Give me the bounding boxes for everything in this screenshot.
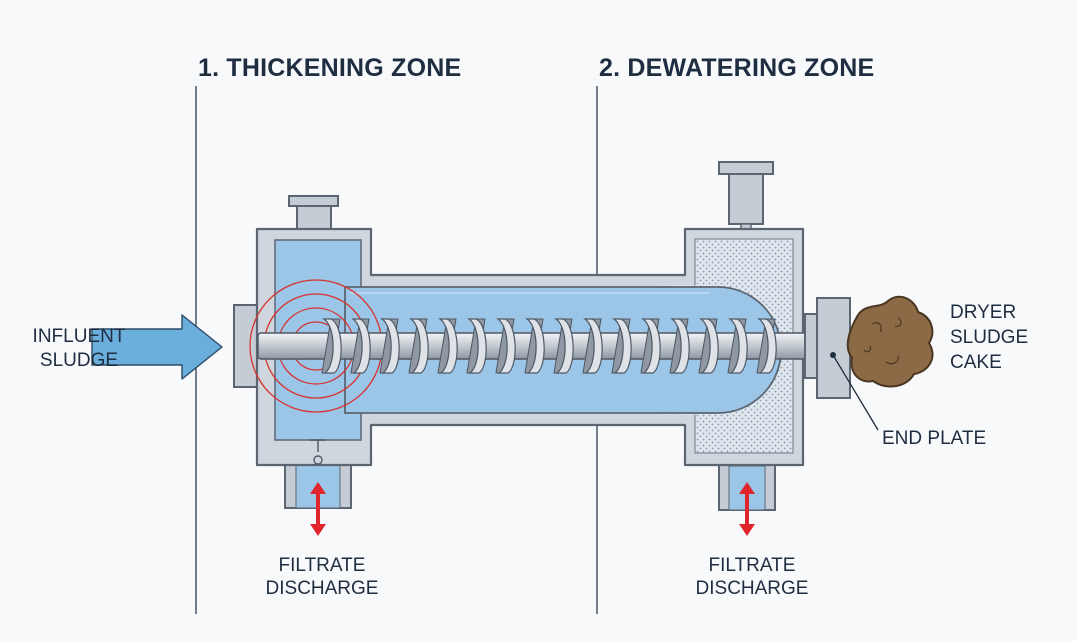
screw-flight xyxy=(496,318,516,374)
screw-flight xyxy=(670,318,690,374)
end-plate-leader-line xyxy=(832,354,879,431)
filtrate-left-label-line2: DISCHARGE xyxy=(266,578,379,599)
screw-flight xyxy=(554,318,574,374)
cake-label-line1: DRYER xyxy=(950,302,1016,323)
screw-flight xyxy=(525,318,545,374)
filtrate-right-label-line1: FILTRATE xyxy=(709,555,796,576)
screw-flight xyxy=(612,318,632,374)
screw-flight xyxy=(409,318,429,374)
screw-flight xyxy=(583,318,603,374)
screw-flights xyxy=(321,318,777,374)
dewatering-zone-title: 2. DEWATERING ZONE xyxy=(599,54,874,82)
cake-label-line3: CAKE xyxy=(950,352,1002,373)
screw-flight xyxy=(699,318,719,374)
screw-flight xyxy=(467,318,487,374)
left-drain-fitting xyxy=(310,439,326,465)
filtrate-left-label-line1: FILTRATE xyxy=(279,555,366,576)
end-plate xyxy=(816,297,851,399)
screw-flight xyxy=(380,318,400,374)
influent-label-line1: INFLUENT xyxy=(33,326,126,347)
end-plate-label: END PLATE xyxy=(882,428,986,449)
screw-flight xyxy=(322,318,342,374)
screw-flight xyxy=(438,318,458,374)
influent-label-line2: SLUDGE xyxy=(40,350,118,371)
thickening-zone-title: 1. THICKENING ZONE xyxy=(198,54,461,82)
screw-flight xyxy=(351,318,371,374)
influent-flow-arrow xyxy=(91,314,223,380)
left-discharge-arrow xyxy=(310,482,326,536)
right-top-inlet xyxy=(718,161,774,239)
cake-label-line2: SLUDGE xyxy=(950,327,1028,348)
left-top-inlet xyxy=(288,195,339,231)
screw-flight xyxy=(728,318,748,374)
filtrate-right-label-line2: DISCHARGE xyxy=(696,578,809,599)
sludge-cake-texture xyxy=(863,317,902,365)
right-discharge-arrow xyxy=(739,482,755,536)
screw-flight xyxy=(757,318,777,374)
screw-flight xyxy=(641,318,661,374)
sludge-cake xyxy=(846,295,934,388)
